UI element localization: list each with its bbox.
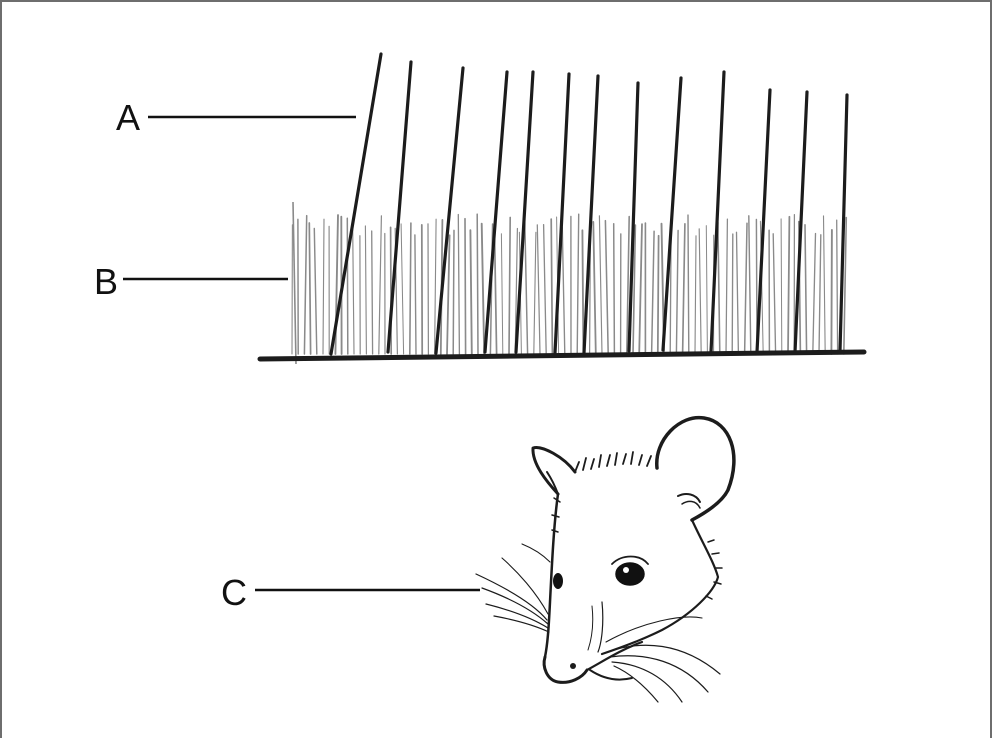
guard-hair [555,74,569,353]
underfur-hair [482,224,485,354]
underfur-hair [749,216,751,354]
underfur-hair [435,219,437,354]
underfur-hair [534,232,536,354]
underfur-hair [458,215,459,355]
guard-hair [331,54,381,354]
guard-hair [516,72,533,352]
underfur-hair [605,221,608,354]
underfur-hair [293,202,296,364]
underfur-hair [509,217,510,354]
guard-hair [795,92,807,352]
underfur-hair [537,225,540,354]
underfur-hair [582,230,583,354]
underfur-hair [688,215,689,354]
underfur-hair [562,228,565,354]
underfur-hair [699,229,701,354]
underfur-hair [781,219,782,354]
underfur-hair [415,235,416,354]
underfur-hair [577,214,579,354]
guard-hair [388,62,411,352]
underfur-hair [525,216,528,354]
underfur-hair [683,224,685,354]
underfur-hair [379,216,382,354]
underfur-hair [470,230,471,354]
underfur-hair [465,219,466,354]
underfur-hair [824,216,826,354]
underfur-hair [837,220,838,354]
label-b: B [94,261,118,302]
guard-hair [757,90,770,352]
underfur-hair [745,223,747,354]
underfur-hair [372,231,373,354]
guard-hair [584,76,598,353]
underfur-hair [639,224,642,354]
underfur-hair [813,234,816,355]
guard-hair [663,78,681,350]
underfur-hair [410,223,411,354]
underfur-hair [726,219,727,354]
underfur-hair [401,224,404,354]
underfur-hair [353,229,354,354]
underfur-hair [658,236,659,354]
underfur-hair [365,226,366,354]
underfur-hair [676,231,678,355]
underfur-hair [323,219,324,354]
mouse-head-icon [476,418,734,702]
underfur-hair [805,225,807,354]
underfur-hair [732,234,733,354]
underfur-hair [718,223,720,354]
underfur-hair [453,230,454,354]
underfur-hair [304,216,306,354]
label-c: C [221,572,247,613]
underfur-hair [544,225,547,354]
underfur-hair [593,222,596,354]
underfur-hair [788,217,789,354]
underfur-hair [551,219,552,354]
skin-baseline [260,352,864,359]
underfur-hair [614,224,615,354]
label-a: A [116,97,140,138]
underfur-hair [737,232,739,354]
underfur-hair [695,236,696,354]
underfur-hair [652,231,655,354]
underfur-hair [819,235,821,354]
underfur-hair [773,234,775,354]
underfur-hair [309,223,310,354]
underfur-hair [599,216,602,354]
underfur-hair [314,229,317,355]
guard-hair [711,72,724,352]
underfur-hair [706,226,707,354]
underfur-hair [447,235,450,354]
underfur-hair [831,230,832,354]
underfur-hair [477,214,478,354]
underfur-hair [501,234,502,354]
underfur-hair [347,218,348,354]
